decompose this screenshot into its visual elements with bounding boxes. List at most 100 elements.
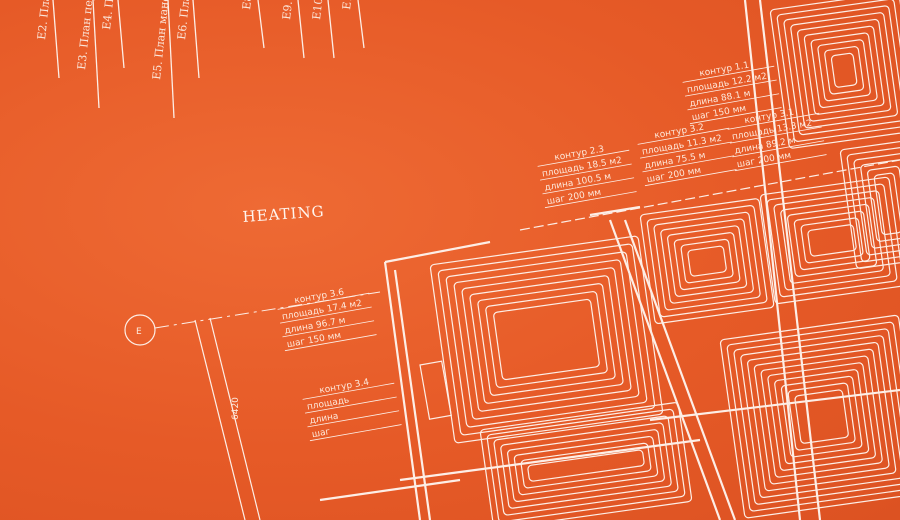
heating-pipe (639, 198, 775, 325)
circuit-underline (689, 107, 782, 125)
heating-pipe (437, 243, 656, 436)
sheet-underline (117, 0, 125, 69)
heating-pipe (787, 382, 856, 451)
sheet-underline (257, 0, 265, 49)
heating-pipe (867, 165, 900, 242)
heating-pipe (660, 218, 754, 304)
circuit-underline (302, 382, 395, 400)
sheet-underline (92, 0, 100, 109)
heating-pipe (780, 197, 884, 284)
circuit-underline (644, 169, 737, 187)
circuit-underline (734, 154, 827, 172)
heating-loop (639, 198, 775, 325)
heating-pipe (753, 348, 890, 485)
sheet-underline (167, 0, 175, 119)
heating-pipe (719, 314, 900, 519)
heating-pipe (830, 52, 858, 88)
manifold (419, 360, 452, 420)
wall-line (384, 240, 491, 264)
heating-loop (759, 176, 900, 305)
heating-pipe (817, 39, 871, 102)
circuit-underline (730, 126, 822, 144)
heating-pipe (493, 415, 679, 516)
circuit-underline (685, 79, 777, 97)
heating-pipe (453, 259, 640, 420)
axis-line (519, 159, 900, 231)
dimension-line (194, 319, 246, 520)
circuit-underline (642, 155, 735, 173)
heating-pipe (445, 251, 648, 428)
heating-pipe (479, 402, 693, 520)
sheet-item: E6. План (175, 0, 193, 40)
heating-pipe (667, 225, 748, 297)
heating-pipe (803, 25, 885, 115)
circuit-line-text: контур 3.4 (319, 378, 371, 397)
heading: HEATING (242, 202, 325, 226)
wall-line (589, 205, 641, 217)
wall-line (649, 388, 900, 422)
heating-pipe (790, 12, 898, 129)
heating-pipe (794, 389, 849, 444)
circuit-underline (544, 191, 637, 209)
circuit-underline (682, 65, 775, 83)
axis-marker: E (124, 291, 381, 346)
heating-pipe (824, 46, 865, 95)
sheet-underline (327, 0, 335, 59)
sheet-underline (357, 0, 365, 49)
heating-pipe (846, 145, 900, 263)
heating-pipe (653, 211, 761, 311)
heating-pipe (774, 369, 870, 465)
heating-pipe (469, 275, 624, 404)
sheet-item: E2. План (35, 0, 53, 40)
heating-pipe (810, 32, 878, 109)
heating-pipe (759, 176, 900, 305)
heating-pipe (726, 321, 900, 512)
circuit-underline (309, 424, 402, 442)
heating-pipe (839, 138, 900, 269)
heating-loop (839, 138, 900, 269)
wall-line (399, 438, 701, 482)
heating-pipe (767, 362, 876, 471)
heating-pipe (687, 245, 727, 277)
heating-pipe (486, 408, 686, 520)
sheet-item: E9. С (280, 0, 296, 20)
wall-line (623, 219, 737, 520)
heating-pipe (873, 172, 900, 236)
heating-pipe (646, 204, 768, 318)
circuit-underline (540, 163, 632, 181)
circuit-underline (637, 127, 730, 145)
sheet-underline (52, 0, 60, 79)
heating-pipe (776, 0, 900, 142)
circuit-underline (307, 410, 400, 428)
heating-loop (479, 402, 693, 520)
sheet-item: E4. План (100, 0, 118, 30)
heating-pipe (797, 18, 892, 122)
heating-pipe (740, 335, 900, 499)
heating-loop (769, 0, 900, 149)
wall-line (608, 219, 722, 520)
heating-pipe (673, 232, 741, 291)
wall-line (319, 478, 461, 502)
wall-line (393, 269, 432, 520)
sheet-underline (297, 0, 305, 59)
wall-line (758, 0, 822, 520)
heating-pipe (800, 217, 864, 264)
heating-pipe (769, 0, 900, 149)
circuit-underline (305, 396, 397, 414)
wall-line (743, 0, 802, 520)
circuit-underline (542, 177, 635, 195)
heating-pipe (766, 183, 898, 298)
heating-pipe (783, 5, 900, 136)
sheet-underline (192, 0, 200, 79)
circuit-underline (282, 320, 375, 338)
heating-pipe (520, 442, 652, 489)
heating-pipe (493, 298, 600, 381)
heating-pipe (760, 355, 883, 478)
circuit-underline (537, 149, 630, 167)
heating-pipe (853, 152, 900, 256)
